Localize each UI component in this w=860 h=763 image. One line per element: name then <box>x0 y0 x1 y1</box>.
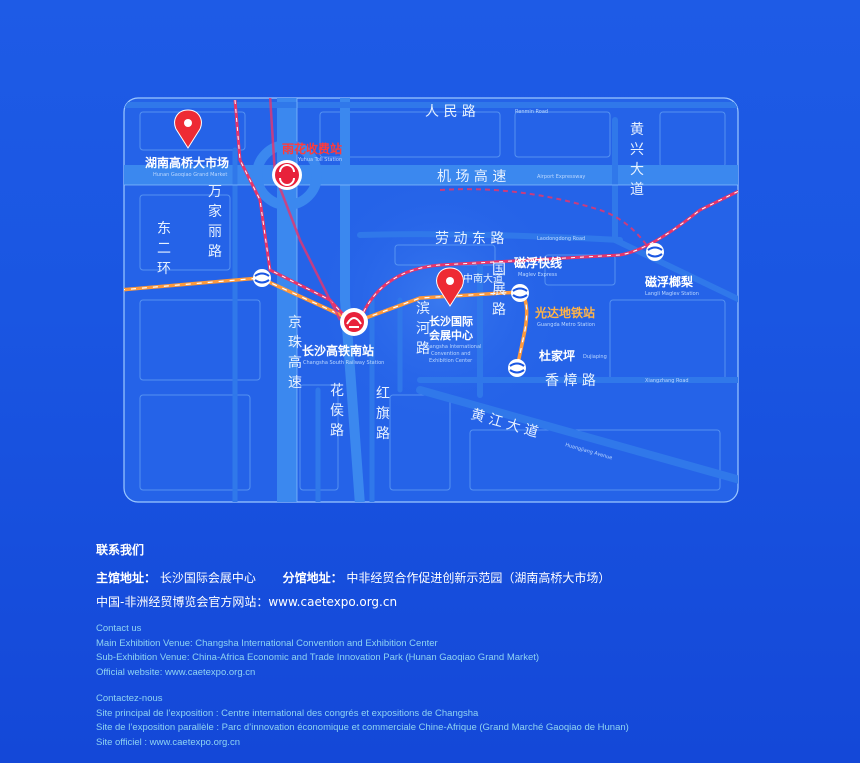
fr-main: Site principal de l’exposition : Centre … <box>96 707 479 719</box>
center-label-en1: Changsha International <box>423 344 481 350</box>
railway-station-icon <box>340 308 368 336</box>
road-label-laodong: 劳 动 东 路 <box>435 231 504 247</box>
zhonghou-label: 中南大道 <box>463 272 503 285</box>
en-sub: Sub-Exhibition Venue: China-Africa Econo… <box>96 652 540 663</box>
road-label-xiangzhang: 香 樟 路 <box>545 372 596 389</box>
road-label-renmin: 人 民 路 <box>425 104 476 120</box>
dujiaping-label: 杜家坪 <box>539 348 575 363</box>
road-label-airport-en: Airport Expressway <box>537 174 585 180</box>
road-label-jingzhu: 京珠高速 <box>288 315 302 391</box>
market-pin-icon <box>174 109 202 149</box>
fr-website[interactable]: Site officiel : www.caetexpo.org.cn <box>96 736 240 748</box>
venue-line: 主馆地址： 长沙国际会展中心 分馆地址： 中非经贸合作促进创新示范园（湖南高桥大… <box>96 566 836 590</box>
railway-label-en: Changsha South Railway Station <box>303 360 384 366</box>
toll-label-en: Yuhua Toll Station <box>297 157 342 163</box>
en-title: Contact us <box>96 623 142 634</box>
guangda-label: 光达地铁站 <box>534 305 595 320</box>
center-label-1: 长沙国际 <box>429 314 473 328</box>
fr-title: Contactez-nous <box>96 693 163 704</box>
road-label-xiangzhang-en: Xiangzhang Road <box>645 378 689 384</box>
road-label-guozhan: 国展路 <box>492 262 506 318</box>
main-venue-value: 长沙国际会展中心 <box>159 571 256 585</box>
maglev-label-en: Maglev Express <box>518 272 557 278</box>
contact-section: 联系我们 主馆地址： 长沙国际会展中心 分馆地址： 中非经贸合作促进创新示范园（… <box>96 540 836 750</box>
rail-line <box>233 99 352 324</box>
map-canvas: 人 民 路 Renmin Road 机 场 高 速 Airport Expres… <box>123 97 739 503</box>
contact-title: 联系我们 <box>96 543 145 557</box>
en-main: Main Exhibition Venue: Changsha Internat… <box>96 637 438 649</box>
rail-line-north <box>268 98 342 321</box>
road-label-airport: 机 场 高 速 <box>437 168 506 185</box>
maglev-label: 磁浮快线 <box>513 255 562 270</box>
main-venue-label: 主馆地址： <box>96 571 157 585</box>
website-line[interactable]: 中国-非洲经贸博览会官方网站：www.caetexpo.org.cn <box>96 595 398 609</box>
road-label-huahou: 花侯路 <box>330 383 344 439</box>
road-label-huangxing: 黄兴大道 <box>630 121 644 198</box>
road-label-laodong-en: Laodongdong Road <box>537 236 585 242</box>
guangda-station-icon <box>511 284 529 302</box>
map: 人 民 路 Renmin Road 机 场 高 速 Airport Expres… <box>123 97 739 503</box>
railway-label: 长沙高铁南站 <box>302 343 374 358</box>
guangda-label-en: Guangda Metro Station <box>537 322 595 328</box>
road-label-binhe: 滨河路 <box>416 301 430 357</box>
french-contact: Contactez-nous Site principal de l’expos… <box>96 692 836 750</box>
center-label-2: 会展中心 <box>429 328 473 342</box>
dujiaping-station-icon <box>508 359 526 377</box>
station-markers <box>253 160 664 377</box>
fr-sub: Site de l’exposition parallèle : Parc d’… <box>96 722 629 733</box>
road-label-renmin-en: Renmin Road <box>515 109 548 115</box>
langli-station-icon <box>646 243 664 261</box>
dujiaping-label-en: Dujiaping <box>583 354 607 360</box>
center-label-en2: Convention and <box>431 351 471 357</box>
road-label-east2nd: 东二环 <box>157 221 171 277</box>
english-contact: Contact us Main Exhibition Venue: Changs… <box>96 622 836 680</box>
sub-venue-value: 中非经贸合作促进创新示范园（湖南高桥大市场） <box>346 571 611 585</box>
road-label-wanjiali: 万家丽路 <box>208 184 222 260</box>
roads <box>124 98 738 502</box>
road-label-hongqi: 红旗路 <box>376 386 390 442</box>
toll-label: 雨花收费站 <box>282 141 342 156</box>
langli-label: 磁浮榔梨 <box>644 274 693 289</box>
metro-station-icon <box>253 269 271 287</box>
toll-station-icon <box>272 160 302 190</box>
en-website[interactable]: Official website: www.caetexpo.org.cn <box>96 666 256 678</box>
center-label-en3: Exhibition Center <box>429 358 473 364</box>
sub-venue-label: 分馆地址： <box>282 571 343 585</box>
market-label-en: Hunan Gaoqiao Grand Market <box>153 172 227 178</box>
center-pin-icon <box>436 267 464 307</box>
langli-label-en: Langli Maglev Station <box>645 291 699 297</box>
market-label: 湖南高桥大市场 <box>145 155 229 170</box>
